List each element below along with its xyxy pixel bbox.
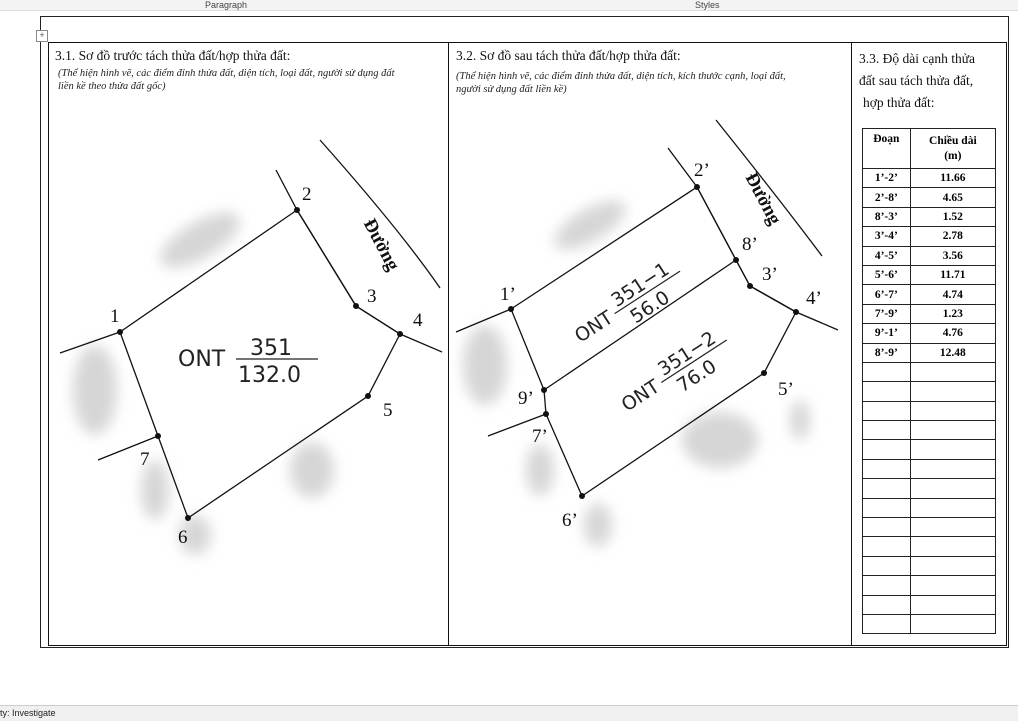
- table-row: 5’-6’11.71: [862, 264, 997, 286]
- segment-cell: 5’-6’: [862, 264, 911, 286]
- empty-table-row: [862, 361, 997, 383]
- column-before: [49, 43, 449, 645]
- page-border: [40, 16, 1009, 648]
- empty-table-row: [862, 458, 997, 480]
- neighbor-boundary: [487, 413, 547, 437]
- column-after: [449, 43, 852, 645]
- land-type: ONT: [571, 306, 618, 347]
- point-label: 1: [110, 306, 120, 327]
- segment-cell: 3’-4’: [862, 226, 911, 247]
- point-label: 6: [178, 527, 188, 548]
- redaction-smudges: [73, 200, 810, 555]
- parcel-after: [455, 119, 839, 497]
- parcel-number: 351: [250, 336, 292, 361]
- point-label: 6’: [562, 510, 578, 531]
- empty-table-row: [862, 381, 997, 402]
- road-edge: [715, 119, 823, 257]
- neighbor-boundary: [59, 331, 121, 354]
- section-32-title: 3.2. Sơ đồ sau tách thửa đất/hợp thửa đấ…: [456, 48, 681, 63]
- table-row: 7’-9’1.23: [862, 303, 997, 325]
- neighbor-boundary: [455, 308, 512, 333]
- length-cell: 2.78: [909, 226, 997, 247]
- section-33-title: 3.3. Độ dài cạnh thửa đất sau tách thửa …: [859, 48, 975, 114]
- header-length-label: Chiều dài: [929, 134, 977, 147]
- table-row: 8’-3’1.52: [862, 206, 997, 228]
- point-label: 4’: [806, 288, 822, 309]
- ribbon-group-styles[interactable]: Styles: [695, 0, 720, 10]
- road-edge: [319, 139, 441, 289]
- parcel-before: [59, 139, 443, 520]
- title-line: đất sau tách thửa đất,: [859, 73, 974, 88]
- empty-cell: [909, 613, 997, 635]
- title-line: hợp thửa đất:: [863, 95, 935, 110]
- table-row: 3’-4’2.78: [862, 226, 997, 247]
- point-label: 7: [140, 449, 150, 470]
- vertices-after: [508, 184, 799, 499]
- empty-table-row: [862, 420, 997, 441]
- table-row: 4’-5’3.56: [862, 245, 997, 266]
- point-label: 3: [367, 286, 377, 307]
- header-unit: (m): [944, 149, 962, 162]
- point-label: 5: [383, 400, 393, 421]
- point-label: 4: [413, 310, 423, 331]
- table-move-handle-icon[interactable]: +: [36, 30, 48, 42]
- point-label: 8’: [742, 234, 758, 255]
- accessibility-status[interactable]: ty: Investigate: [0, 708, 56, 718]
- parcel-outline: [119, 209, 401, 520]
- point-label: 2’: [694, 160, 710, 181]
- note-line: (Thể hiện hình vẽ, các điểm đỉnh thửa đấ…: [456, 71, 786, 82]
- section-32-note: (Thể hiện hình vẽ, các điểm đỉnh thửa đấ…: [456, 70, 786, 96]
- segment-cell: 2’-8’: [862, 187, 911, 208]
- land-type: ONT: [178, 347, 226, 372]
- point-label: 7’: [532, 426, 548, 447]
- ribbon-group-paragraph[interactable]: Paragraph: [205, 0, 248, 10]
- length-cell: 11.71: [909, 264, 997, 286]
- neighbor-boundary: [97, 435, 159, 461]
- status-bar: ty: Investigate: [0, 705, 1018, 721]
- empty-table-row: [862, 613, 997, 635]
- note-line: liền kề theo thửa đất gốc): [58, 81, 166, 92]
- parcel-area: 132.0: [238, 363, 301, 388]
- section-31-note: (Thể hiện hình vẽ, các điểm đỉnh thửa đấ…: [58, 67, 395, 93]
- note-line: người sử dụng đất liền kề): [456, 84, 567, 95]
- parcel-a-label: ONT 351−1 56.0: [571, 258, 681, 347]
- vertices-before: [117, 207, 403, 521]
- table-row: 2’-8’4.65: [862, 187, 997, 208]
- point-label: 1’: [500, 284, 516, 305]
- section-31-title: 3.1. Sơ đồ trước tách thửa đất/hợp thửa …: [55, 48, 291, 63]
- segment-cell: 8’-9’: [862, 342, 911, 363]
- title-line: 3.3. Độ dài cạnh thửa: [859, 51, 976, 66]
- table-row: 1’-2’11.66: [862, 167, 997, 189]
- document-workspace: [0, 11, 1018, 704]
- parcel-before-label: ONT 351 132.0: [178, 336, 318, 388]
- point-label: 5’: [778, 379, 794, 400]
- split-line: [543, 259, 737, 391]
- empty-table-row: [862, 575, 997, 596]
- length-cell: 11.66: [909, 167, 997, 189]
- point-label: 3’: [762, 264, 778, 285]
- parcel-outline: [510, 186, 797, 497]
- length-cell: 3.56: [909, 245, 997, 266]
- length-cell: 4.65: [909, 187, 997, 208]
- ribbon-strip: Paragraph Styles: [0, 0, 1018, 11]
- length-cell: 1.52: [909, 206, 997, 228]
- table-row: 6’-7’4.74: [862, 284, 997, 305]
- road-label: Đường: [359, 215, 404, 274]
- point-label: 2: [302, 184, 312, 205]
- land-type: ONT: [618, 375, 665, 416]
- empty-table-row: [862, 517, 997, 538]
- point-label: 9’: [518, 388, 534, 409]
- note-line: (Thể hiện hình vẽ, các điểm đỉnh thửa đấ…: [58, 68, 395, 79]
- form-table: [48, 42, 1007, 646]
